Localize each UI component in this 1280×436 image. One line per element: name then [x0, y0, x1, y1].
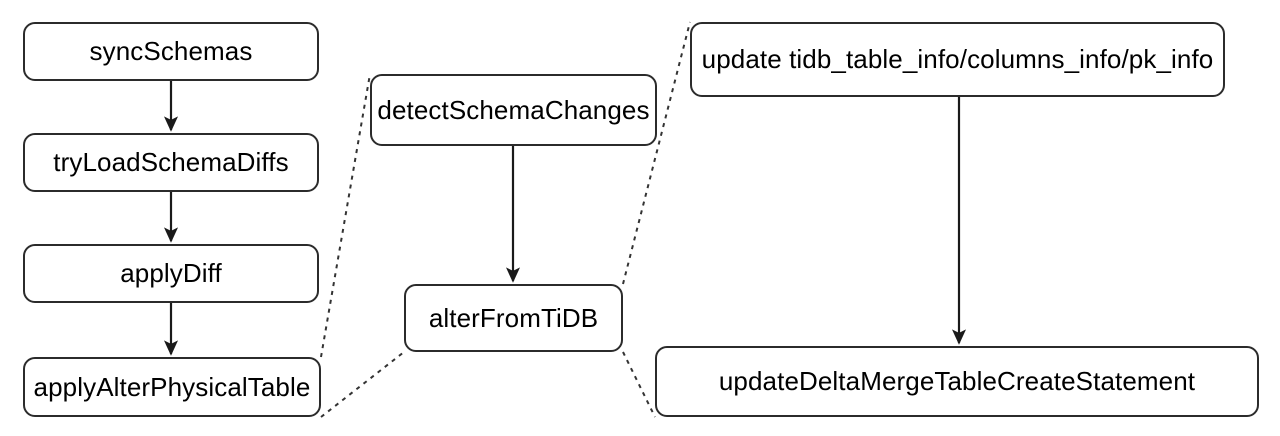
zoom-link-col1-to-col2-upper: [320, 73, 371, 358]
node-label: syncSchemas: [89, 36, 253, 67]
node-label: update tidb_table_info/columns_info/pk_i…: [701, 44, 1214, 75]
node-alter-from-tidb[interactable]: alterFromTiDB: [404, 284, 623, 352]
zoom-link-col1-to-col2-lower: [320, 351, 405, 418]
node-label: applyDiff: [120, 258, 222, 289]
node-label: applyAlterPhysicalTable: [33, 371, 311, 402]
node-update-tidb-table-info[interactable]: update tidb_table_info/columns_info/pk_i…: [690, 22, 1225, 97]
node-apply-alter-physical-table[interactable]: applyAlterPhysicalTable: [23, 357, 321, 417]
node-label: detectSchemaChanges: [377, 94, 650, 125]
node-detect-schema-changes[interactable]: detectSchemaChanges: [370, 74, 657, 146]
node-try-load-schema-diffs[interactable]: tryLoadSchemaDiffs: [23, 133, 319, 192]
node-label: updateDeltaMergeTableCreateStatement: [718, 366, 1196, 397]
zoom-link-col2-to-col3-lower: [622, 351, 656, 418]
node-label: alterFromTiDB: [428, 302, 599, 333]
node-update-delta-merge-table-create-statement[interactable]: updateDeltaMergeTableCreateStatement: [655, 346, 1259, 417]
node-apply-diff[interactable]: applyDiff: [23, 244, 319, 303]
zoom-link-col2-to-col3-upper: [622, 21, 691, 285]
node-label: tryLoadSchemaDiffs: [53, 147, 289, 178]
node-sync-schemas[interactable]: syncSchemas: [23, 22, 319, 81]
